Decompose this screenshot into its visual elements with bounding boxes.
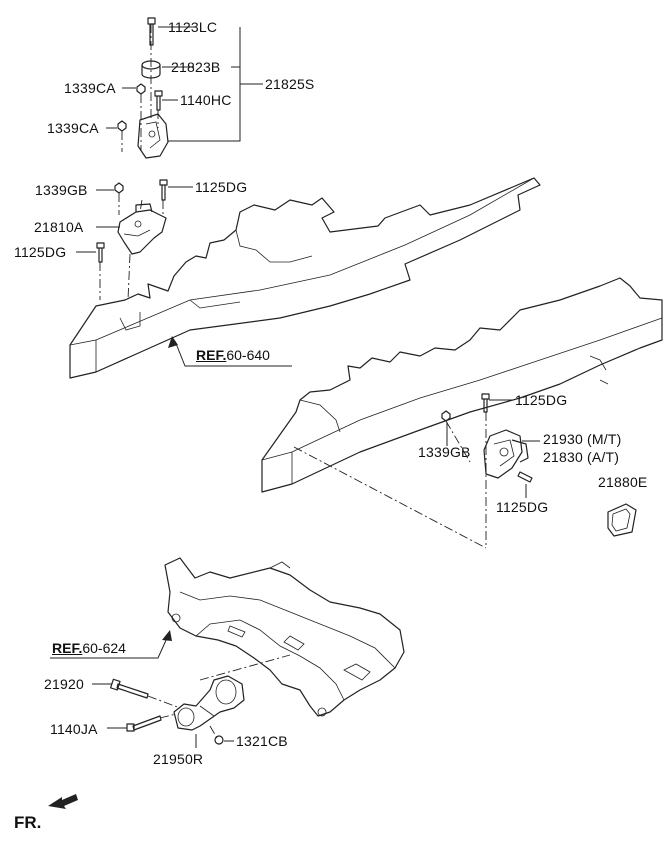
label-1140hc: 1140HC (180, 92, 232, 108)
transmission-mount-21930 (483, 429, 529, 479)
insulator-21880e (607, 503, 637, 537)
nut-1339ca-b (117, 120, 127, 132)
label-21830: 21830 (A/T) (543, 449, 620, 465)
engine-mount-21810a (117, 203, 167, 255)
front-marker-label: FR. (14, 813, 42, 832)
label-21880e: 21880E (598, 474, 648, 490)
label-21950r: 21950R (153, 751, 204, 767)
label-21825s: 21825S (265, 76, 315, 92)
front-sub-frame (164, 557, 405, 717)
nut-1339ca-a (136, 83, 146, 95)
bolt-1140ja (126, 715, 162, 732)
label-21920: 21920 (44, 676, 84, 692)
label-21823b: 21823B (171, 59, 221, 75)
bolt-1125dg-b (96, 242, 105, 263)
ref-arrow-60-640 (168, 336, 178, 348)
bolt-1123lc (147, 17, 156, 46)
label-1123lc: 1123LC (168, 19, 218, 35)
left-side-member-frame (69, 177, 541, 379)
ref-arrow-60-624 (162, 630, 172, 641)
label-1140ja: 1140JA (50, 721, 98, 737)
ref-number: 60-624 (82, 640, 126, 656)
label-1125dg-d: 1125DG (496, 499, 549, 515)
ref-link-60-640[interactable]: REF.60-640 (196, 347, 270, 363)
label-1125dg-a: 1125DG (195, 179, 248, 195)
ref-link-60-624[interactable]: REF.60-624 (52, 640, 126, 656)
bolt-21920 (110, 678, 149, 699)
label-1125dg-c: 1125DG (515, 392, 568, 408)
bolt-1125dg-d (517, 471, 533, 483)
bolt-1125dg-c (481, 393, 490, 413)
label-1339ca-a: 1339CA (64, 80, 116, 96)
nut-1339gb-b (441, 410, 451, 422)
label-21810a: 21810A (34, 219, 84, 235)
nut-1339gb-a (114, 182, 124, 194)
engine-mount-bracket (137, 113, 169, 159)
front-direction-arrow (48, 794, 78, 809)
label-1321cb: 1321CB (236, 733, 288, 749)
ref-prefix: REF. (196, 347, 227, 363)
label-1125dg-b: 1125DG (14, 244, 67, 260)
label-21930: 21930 (M/T) (543, 431, 622, 447)
label-1339gb-b: 1339GB (418, 444, 471, 460)
roll-rod-mount-21950r (173, 675, 245, 731)
label-1339gb-a: 1339GB (35, 182, 88, 198)
ref-prefix: REF. (52, 640, 83, 656)
bolt-1140hc (154, 90, 163, 111)
leader-lines (50, 26, 540, 748)
ref-number: 60-640 (226, 347, 270, 363)
nut-1321cb (214, 735, 224, 745)
alignment-lines (99, 24, 487, 739)
bolt-1125dg-a (159, 179, 168, 201)
right-side-member-frame (261, 277, 663, 493)
label-1339ca-b: 1339CA (47, 120, 99, 136)
